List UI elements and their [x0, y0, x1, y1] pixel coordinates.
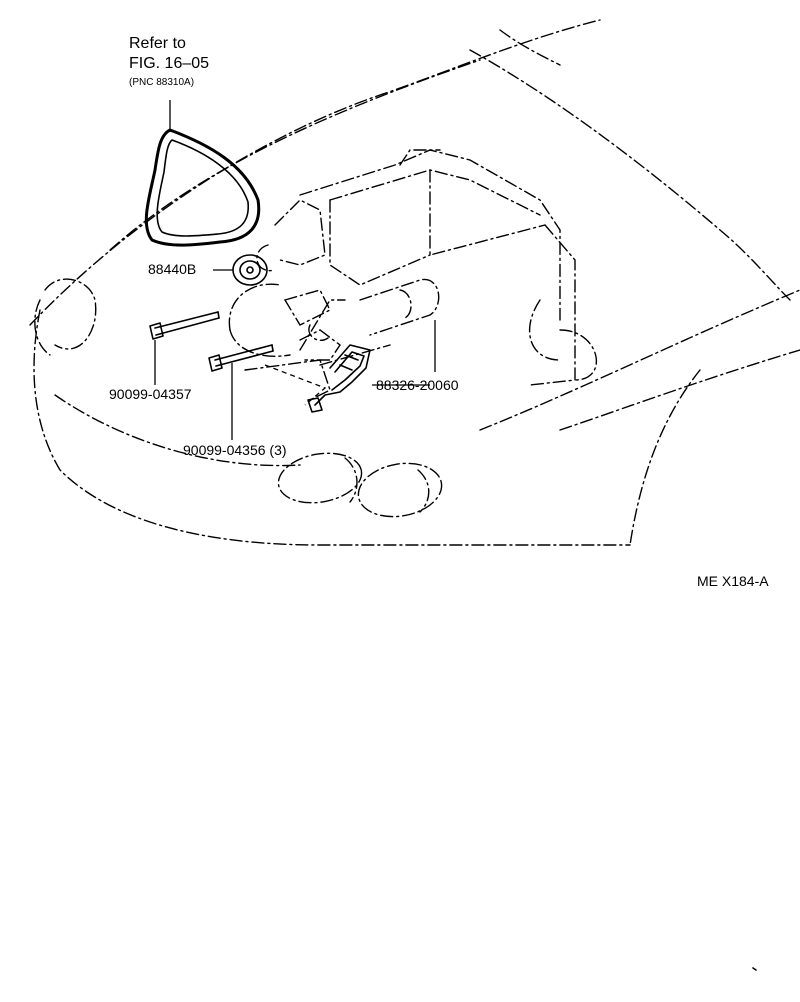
- bolt-short: [208, 344, 274, 440]
- part-number-bolt-long: 90099-04357: [109, 386, 192, 402]
- engine-assembly-outline: [228, 149, 598, 401]
- figure-code: ME X184-A: [697, 573, 769, 589]
- compressor-bracket: [264, 320, 436, 413]
- part-number-bracket: 88326-20060: [376, 377, 459, 393]
- part-number-idler: 88440B: [148, 261, 197, 277]
- fig-reference-label: FIG. 16–05: [129, 55, 210, 72]
- idler-pulley: [213, 254, 268, 286]
- pnc-reference-label: (PNC 88310A): [129, 77, 195, 88]
- drive-belt: [144, 100, 261, 247]
- refer-to-label: Refer to: [129, 35, 186, 52]
- part-number-bolt-short: 90099-04356 (3): [183, 442, 287, 458]
- vehicle-body-outline: [29, 19, 800, 546]
- scan-mark: [752, 967, 757, 971]
- bolt-long: [149, 311, 220, 385]
